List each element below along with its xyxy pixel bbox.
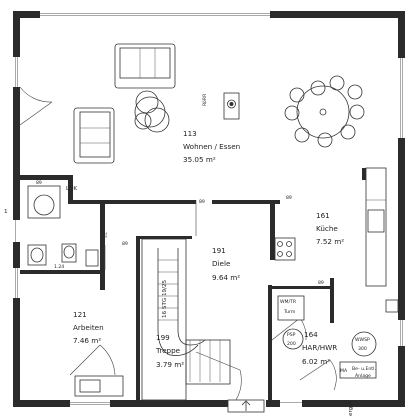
lhk-label: LHK	[66, 186, 77, 192]
room-number-har: 164	[304, 330, 318, 339]
height-mark-1: 89	[199, 199, 205, 205]
room-area-har: 6.02 m²	[302, 357, 330, 366]
room-number-diele: 191	[212, 246, 226, 255]
room-name-arbeiten: Arbeiten	[73, 323, 104, 332]
kitchen-counter	[274, 167, 399, 313]
misc-labels: 16 STG 19/25 1.24 LHK RöRR 89 89 89 89 8…	[4, 93, 354, 416]
toilet	[61, 243, 77, 263]
equipment-labels: WM/TR Turm PSP 200 WWSP 300 MA Be- u.Ent…	[280, 299, 376, 379]
hot-water-tank	[351, 331, 377, 357]
room-name-diele: Diele	[212, 259, 231, 268]
be-entl-label: Be- u.Entl.	[352, 366, 376, 372]
wash-basin	[27, 244, 47, 266]
height-mark-5: 89	[36, 180, 42, 186]
dining-table	[284, 75, 365, 148]
side-marker: 1	[4, 209, 8, 215]
bath-area-label: 1.24	[54, 264, 64, 270]
anlage-label: Anlage	[355, 373, 371, 379]
height-mark-3: 89	[318, 280, 324, 286]
room-area-kueche: 7.52 m²	[316, 237, 344, 246]
sofa-top	[114, 43, 176, 89]
interior-walls	[20, 168, 366, 400]
room-number-wohnen: 113	[183, 129, 197, 138]
stove-icon	[223, 92, 240, 120]
height-mark-4: 89	[286, 195, 292, 201]
staircase	[141, 238, 231, 401]
bath-fixture	[85, 249, 99, 267]
room-number-kueche: 161	[316, 211, 330, 220]
room-area-wohnen: 35.05 m²	[183, 155, 216, 164]
room-area-diele: 9.64 m²	[212, 273, 240, 282]
ma-label: MA	[340, 368, 348, 374]
robr-label: RöRR	[202, 93, 208, 106]
room-name-kueche: Küche	[316, 224, 338, 233]
room-area-arbeiten: 7.46 m²	[73, 336, 101, 345]
turm-label: Turm	[283, 309, 296, 315]
room-area-treppe: 3.79 m²	[156, 360, 184, 369]
psp-vol-label: 200	[287, 341, 296, 347]
washing-machine-tower	[277, 295, 305, 321]
room-number-treppe: 199	[156, 333, 170, 342]
stair-label: 16 STG 19/25	[162, 279, 168, 318]
buffer-tank	[282, 328, 304, 350]
room-number-arbeiten: 121	[73, 310, 87, 319]
windows	[13, 11, 405, 407]
coffee-table	[134, 90, 170, 133]
wwsp-label: WWSP	[355, 337, 370, 343]
ventilation-unit	[339, 361, 377, 379]
room-name-treppe: Treppe	[155, 346, 181, 355]
height-mark-2: 89	[122, 241, 128, 247]
psp-label: PSP	[287, 332, 296, 338]
outer-walls	[13, 11, 405, 407]
room-labels: 113 Wohnen / Essen 35.05 m² 161 Küche 7.…	[73, 129, 344, 369]
wm-tr-label: WM/TR	[280, 299, 297, 305]
office-desk	[74, 375, 124, 397]
wwsp-vol-label: 300	[358, 346, 367, 352]
room-name-wohnen: Wohnen / Essen	[183, 142, 240, 151]
entrance-arrow-icon	[227, 399, 265, 413]
sofa-left	[73, 107, 115, 164]
bottom-right-text: erger	[348, 400, 354, 416]
dim-77-label: 77	[101, 232, 107, 238]
shower-corner	[27, 185, 61, 219]
room-name-har: HAR/HWR	[302, 343, 337, 352]
